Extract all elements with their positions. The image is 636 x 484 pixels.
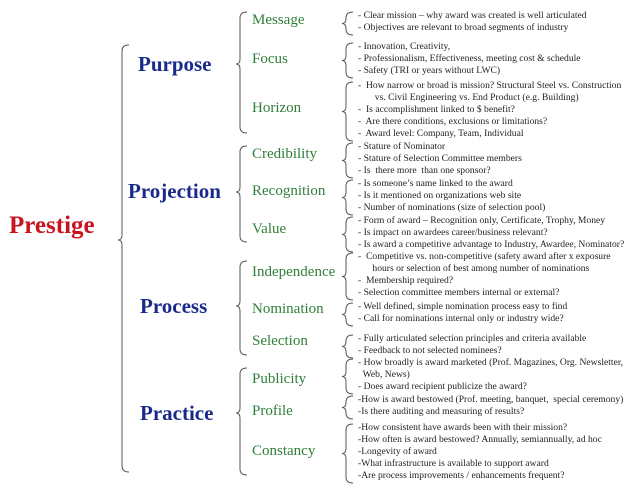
subcategory-publicity: Publicity bbox=[252, 371, 307, 387]
detail-recognition: - Is it mentioned on organizations web s… bbox=[358, 190, 522, 201]
detail-recognition: - Is someone’s name linked to the award bbox=[358, 178, 513, 189]
detail-nomination: - Call for nominations internal only or … bbox=[358, 313, 564, 324]
subcategory-selection: Selection bbox=[252, 333, 308, 349]
detail-publicity: Web, News) bbox=[358, 369, 410, 380]
detail-focus: - Innovation, Creativity, bbox=[358, 41, 451, 52]
category-process: Process bbox=[140, 294, 208, 318]
root-brace bbox=[117, 44, 130, 473]
detail-constancy: -How consistent have awards been with th… bbox=[358, 422, 568, 433]
detail-profile: -Is there auditing and measuring of resu… bbox=[358, 406, 525, 417]
detail-focus: - Safety (TRI or years without LWC) bbox=[358, 65, 501, 76]
detail-constancy: -Longevity of award bbox=[358, 446, 437, 457]
brace-purpose bbox=[235, 11, 248, 134]
brace-practice bbox=[235, 367, 248, 476]
detail-profile: -How is award bestowed (Prof. meeting, b… bbox=[358, 394, 624, 405]
brace-recognition bbox=[341, 179, 354, 216]
root-node-prestige: Prestige bbox=[9, 212, 95, 239]
detail-independence: hours or selection of best among number … bbox=[358, 263, 590, 274]
brace-horizon bbox=[341, 81, 354, 142]
brace-nomination bbox=[341, 302, 354, 327]
detail-horizon: - Are there conditions, exclusions or li… bbox=[358, 116, 548, 127]
detail-horizon: vs. Civil Engineering vs. End Product (e… bbox=[358, 92, 579, 103]
detail-nomination: - Well defined, simple nomination proces… bbox=[358, 301, 568, 312]
subcategory-horizon: Horizon bbox=[252, 100, 302, 116]
category-projection: Projection bbox=[128, 179, 221, 203]
detail-selection: - Fully articulated selection principles… bbox=[358, 333, 587, 344]
detail-independence: - Competitive vs. non-competitive (safet… bbox=[358, 251, 611, 262]
detail-focus: - Professionalism, Effectiveness, meetin… bbox=[358, 53, 581, 64]
brace-publicity bbox=[341, 358, 354, 395]
detail-recognition: - Number of nominations (size of selecti… bbox=[358, 202, 546, 213]
brace-independence bbox=[341, 252, 354, 301]
detail-horizon: - How narrow or broad is mission? Struct… bbox=[358, 80, 622, 91]
brace-constancy bbox=[341, 423, 354, 484]
brace-focus bbox=[341, 42, 354, 79]
category-purpose: Purpose bbox=[138, 52, 212, 76]
subcategory-independence: Independence bbox=[252, 264, 336, 280]
detail-credibility: - Is there more than one sponsor? bbox=[358, 165, 491, 176]
subcategory-focus: Focus bbox=[252, 51, 288, 67]
detail-constancy: -Are process improvements / enhancements… bbox=[358, 470, 565, 481]
subcategory-message: Message bbox=[252, 12, 305, 28]
detail-constancy: -How often is award bestowed? Annually, … bbox=[358, 434, 602, 445]
subcategory-constancy: Constancy bbox=[252, 443, 316, 459]
detail-constancy: -What infrastructure is available to sup… bbox=[358, 458, 549, 469]
detail-horizon: - Is accomplishment linked to $ benefit? bbox=[358, 104, 515, 115]
category-practice: Practice bbox=[140, 401, 214, 425]
subcategory-profile: Profile bbox=[252, 403, 293, 419]
brace-projection bbox=[235, 145, 248, 243]
detail-publicity: - How broadly is award marketed (Prof. M… bbox=[358, 357, 624, 368]
subcategory-value: Value bbox=[252, 221, 287, 237]
subcategory-recognition: Recognition bbox=[252, 183, 326, 199]
detail-independence: - Selection committee members internal o… bbox=[358, 287, 560, 298]
brace-selection bbox=[341, 334, 354, 359]
detail-value: - Is impact on awardees career/business … bbox=[358, 227, 548, 238]
brace-message bbox=[341, 11, 354, 36]
detail-credibility: - Stature of Selection Committee members bbox=[358, 153, 522, 164]
detail-independence: - Membership required? bbox=[358, 275, 454, 286]
detail-selection: - Feedback to not selected nominees? bbox=[358, 345, 502, 356]
subcategory-credibility: Credibility bbox=[252, 146, 317, 162]
detail-value: - Is award a competitive advantage to In… bbox=[358, 239, 625, 250]
detail-message: - Objectives are relevant to broad segme… bbox=[358, 22, 569, 33]
detail-horizon: - Award level: Company, Team, Individual bbox=[358, 128, 524, 139]
subcategory-nomination: Nomination bbox=[252, 301, 324, 317]
detail-credibility: - Stature of Nominator bbox=[358, 141, 446, 152]
detail-value: - Form of award – Recognition only, Cert… bbox=[358, 215, 606, 226]
detail-publicity: - Does award recipient publicize the awa… bbox=[358, 381, 527, 392]
brace-value bbox=[341, 216, 354, 253]
brace-profile bbox=[341, 395, 354, 420]
detail-message: - Clear mission – why award was created … bbox=[358, 10, 587, 21]
brace-credibility bbox=[341, 142, 354, 179]
brace-process bbox=[235, 260, 248, 356]
